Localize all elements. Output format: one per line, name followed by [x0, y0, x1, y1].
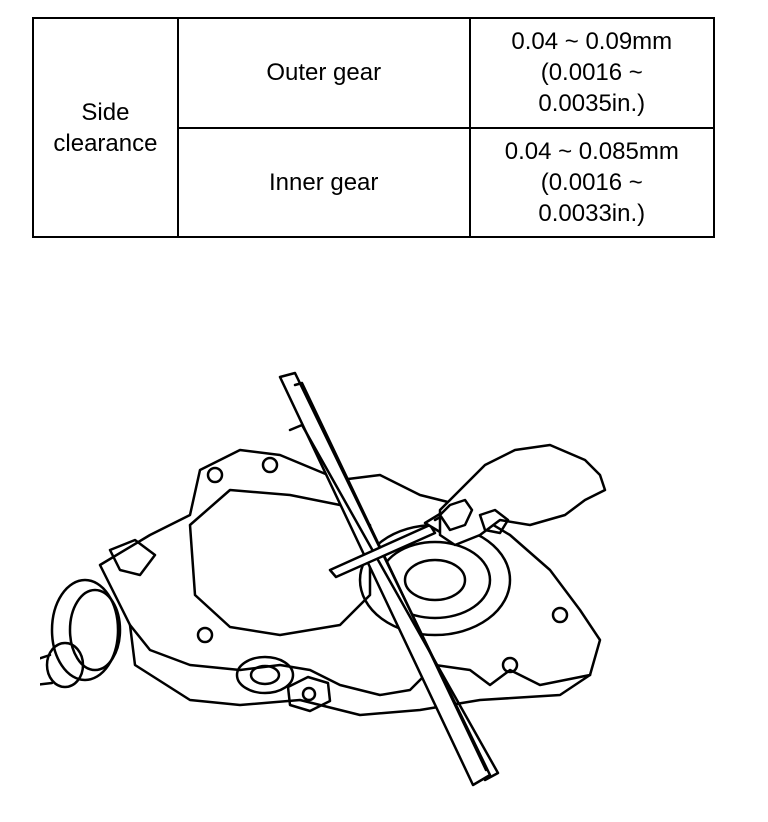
drain-hole — [249, 664, 281, 686]
category-cell: Side clearance — [32, 17, 179, 238]
drive-key — [108, 538, 157, 577]
value-line: (0.0016 ~ — [540, 168, 643, 196]
thumb — [478, 508, 510, 535]
value-line: 0.0033in.) — [538, 199, 646, 227]
finger — [438, 498, 474, 532]
component-cell-outer-gear: Outer gear — [176, 17, 471, 129]
straight-edge-face — [288, 423, 500, 782]
category-label-line-2: clearance — [53, 129, 158, 157]
inner-gear — [403, 558, 467, 602]
table-row: Inner gear 0.04 ~ 0.085mm (0.0016 ~ 0.00… — [33, 126, 716, 238]
category-label-line-1: Side — [81, 98, 130, 126]
oil-pump-feeler-gauge-illustration — [40, 371, 607, 787]
value-line: 0.04 ~ 0.09mm — [511, 28, 673, 56]
drain-boss — [235, 655, 295, 695]
value-cell-outer-gear: 0.04 ~ 0.09mm (0.0016 ~ 0.0035in.) — [468, 17, 716, 129]
bolt-hole — [261, 456, 279, 474]
value-line: 0.04 ~ 0.085mm — [504, 137, 679, 165]
pulley-outer — [50, 578, 120, 682]
bolt-center — [301, 686, 317, 702]
pump-body-outline — [98, 448, 602, 697]
value-line: (0.0016 ~ — [540, 59, 643, 87]
component-cell-inner-gear: Inner gear — [176, 126, 471, 238]
pulley-inner — [68, 588, 122, 672]
table-row: Side clearance Outer gear 0.04 ~ 0.09mm … — [32, 17, 716, 238]
hand — [438, 443, 607, 547]
gasket-surface — [188, 488, 372, 637]
pump-body-bottom-edge — [128, 623, 592, 717]
side-clearance-spec-table: Side clearance Outer gear 0.04 ~ 0.09mm … — [32, 17, 716, 238]
straight-edge — [278, 371, 492, 787]
value-cell-inner-gear: 0.04 ~ 0.085mm (0.0016 ~ 0.0033in.) — [468, 126, 716, 238]
hex-bolt — [286, 675, 332, 713]
bolt-hole — [551, 606, 569, 624]
value-line: 0.0035in.) — [538, 90, 646, 118]
pulley-shaft — [40, 653, 54, 686]
bolt-hole — [206, 466, 224, 484]
bolt-hole — [196, 626, 214, 644]
straight-edge-inner-line — [293, 381, 488, 772]
feeler-gauge-blade — [328, 523, 437, 579]
bolt-hole — [501, 656, 519, 674]
pulley-hub — [45, 641, 85, 689]
